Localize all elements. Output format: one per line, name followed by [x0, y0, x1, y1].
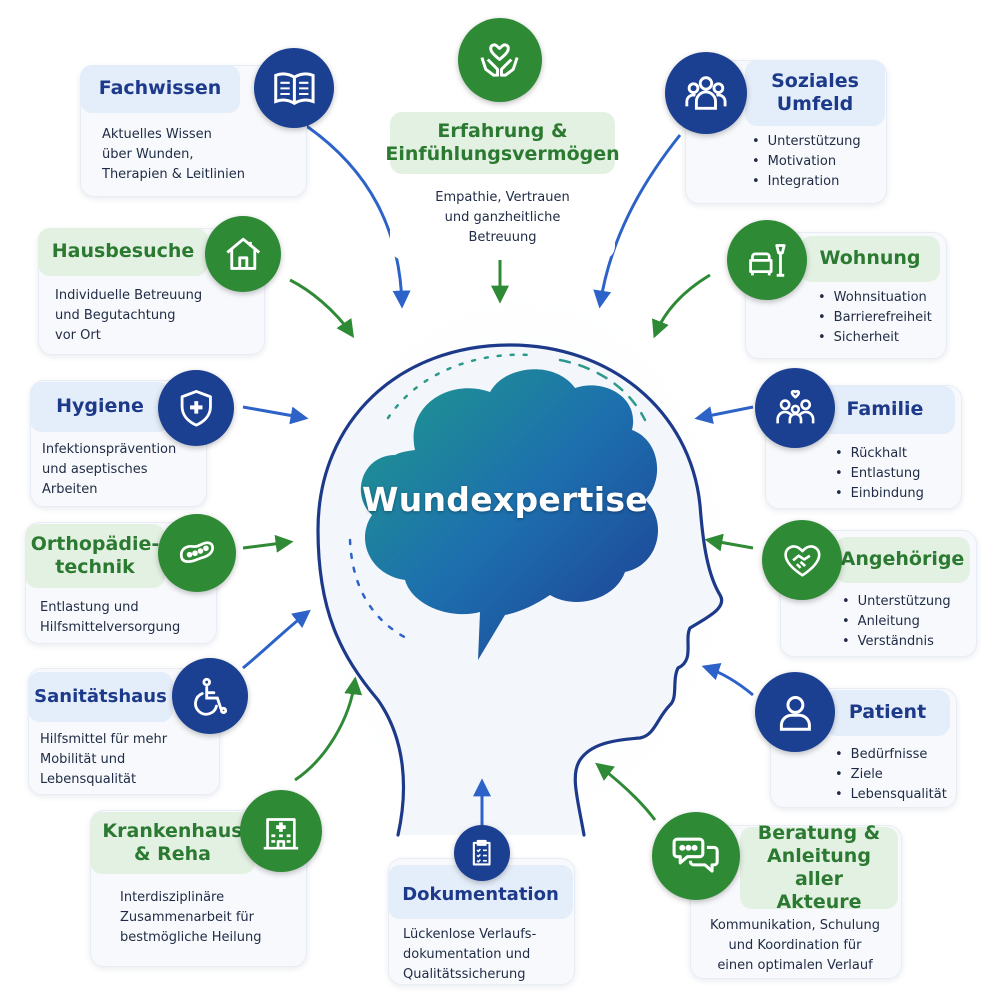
thought-cloud	[360, 369, 659, 660]
title-krankenhaus: Krankenhaus& Reha	[90, 812, 255, 874]
book-icon	[254, 48, 334, 128]
title-hausbesuche: Hausbesuche	[38, 228, 208, 276]
arrow-soziales	[593, 134, 682, 309]
list-patient: BedürfnisseZieleLebensqualität	[835, 745, 947, 805]
arrow-hausbesuche	[289, 278, 355, 338]
title-patient: Patient	[825, 690, 950, 736]
handshake-heart-icon	[762, 520, 842, 600]
title-fachwissen: Fachwissen	[80, 65, 240, 113]
heart-hands-icon	[458, 18, 542, 102]
arrow-krankenhaus	[294, 676, 363, 782]
wheelchair-icon	[172, 658, 248, 734]
list-wohnung: WohnsituationBarrierefreiheitSicherheit	[818, 288, 932, 348]
connector-arrows	[242, 123, 754, 825]
center-title: Wundexpertise	[362, 480, 648, 519]
title-hygiene: Hygiene	[30, 382, 170, 432]
list-angehoerige: UnterstützungAnleitungVerständnis	[842, 592, 951, 652]
title-familie: Familie	[815, 386, 955, 434]
house-icon	[205, 216, 281, 292]
title-erfahrung: Erfahrung &Einfühlungsvermögen	[385, 112, 620, 174]
orbit-ring	[386, 353, 532, 420]
orbit-ring	[348, 538, 412, 642]
sofa-lamp-icon	[727, 220, 807, 300]
clipboard-icon	[454, 825, 510, 881]
arrow-orthopaedie	[242, 534, 294, 553]
family-heart-icon	[755, 368, 835, 448]
title-angehoerige: Angehörige	[835, 537, 970, 583]
shield-cross-icon	[158, 370, 234, 446]
list-familie: RückhaltEntlastungEinbindung	[835, 444, 924, 504]
arrow-sanitaetshaus	[242, 609, 311, 670]
insole-icon	[158, 514, 236, 592]
arrow-patient	[701, 663, 754, 697]
person-icon	[755, 672, 835, 752]
hospital-icon	[240, 790, 322, 872]
people-group-icon	[665, 52, 747, 134]
title-wohnung: Wohnung	[800, 236, 940, 282]
speech-bubbles-icon	[652, 812, 740, 900]
arrow-beratung	[595, 762, 657, 821]
arrow-wohnung	[651, 273, 711, 339]
title-orthopaedie: Orthopädie-technik	[25, 524, 165, 588]
list-soziales: UnterstützungMotivationIntegration	[752, 132, 861, 192]
arrow-angehoerige	[704, 533, 754, 552]
arrow-fachwissen	[304, 123, 411, 309]
arrow-familie	[694, 405, 754, 425]
arrow-hygiene	[242, 405, 309, 425]
title-sanitaetshaus: Sanitätshaus	[28, 672, 173, 722]
